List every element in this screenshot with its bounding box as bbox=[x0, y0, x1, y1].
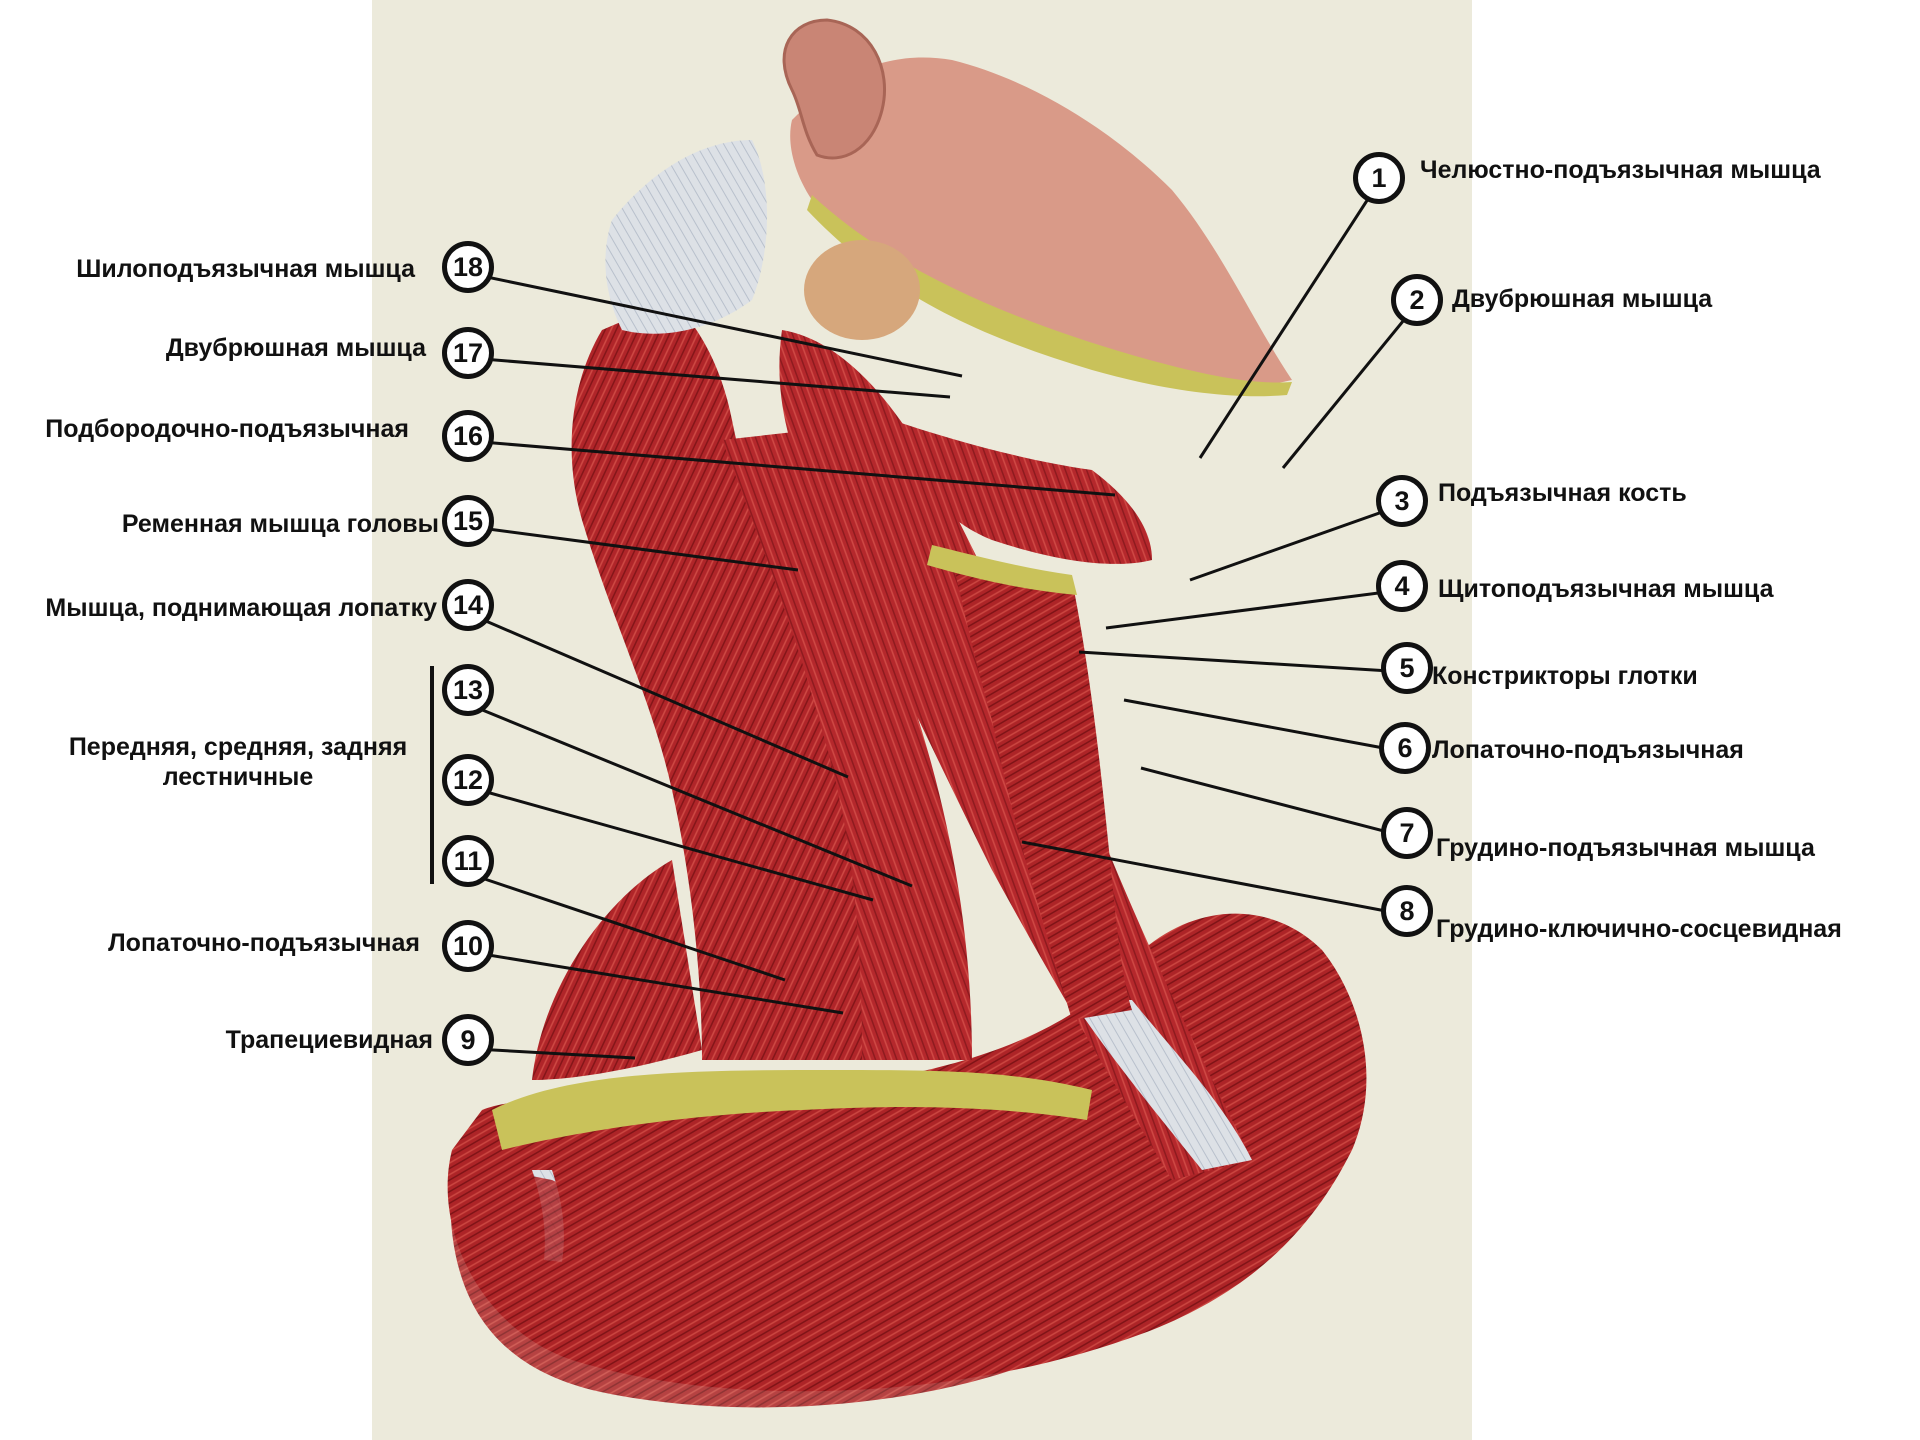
label-8: Грудино-ключично-сосцевидная bbox=[1436, 914, 1842, 944]
label-9: Трапециевидная bbox=[226, 1025, 433, 1055]
marker-8: 8 bbox=[1381, 885, 1433, 937]
label-2: Двубрюшная мышца bbox=[1452, 284, 1712, 314]
marker-11: 11 bbox=[442, 835, 494, 887]
marker-14: 14 bbox=[442, 579, 494, 631]
marker-17: 17 bbox=[442, 327, 494, 379]
scalene-group-label: Передняя, средняя, задняя лестничные bbox=[48, 732, 428, 792]
label-15: Ременная мышца головы bbox=[122, 509, 439, 539]
scalene-group-bracket bbox=[430, 666, 434, 884]
marker-18: 18 bbox=[442, 241, 494, 293]
trapezius-shape bbox=[532, 860, 702, 1080]
label-3: Подъязычная кость bbox=[1438, 478, 1687, 508]
label-6: Лопаточно-подъязычная bbox=[1432, 735, 1744, 765]
marker-6: 6 bbox=[1379, 722, 1431, 774]
marker-15: 15 bbox=[442, 495, 494, 547]
leader-line-6 bbox=[1124, 700, 1405, 752]
label-18: Шилоподъязычная мышца bbox=[76, 254, 415, 284]
label-16: Подбородочно-подъязычная bbox=[45, 414, 409, 444]
leader-line-7 bbox=[1141, 768, 1407, 837]
illustration-plate bbox=[372, 0, 1472, 1440]
marker-3: 3 bbox=[1376, 475, 1428, 527]
leader-line-2 bbox=[1283, 304, 1417, 468]
label-7: Грудино-подъязычная мышца bbox=[1436, 833, 1815, 863]
marker-16: 16 bbox=[442, 410, 494, 462]
label-10: Лопаточно-подъязычная bbox=[108, 928, 420, 958]
marker-2: 2 bbox=[1391, 274, 1443, 326]
marker-7: 7 bbox=[1381, 807, 1433, 859]
label-1: Челюстно-подъязычная мышца bbox=[1420, 155, 1821, 185]
leader-line-3 bbox=[1190, 505, 1402, 580]
label-17: Двубрюшная мышца bbox=[166, 333, 426, 363]
marker-10: 10 bbox=[442, 920, 494, 972]
marker-13: 13 bbox=[442, 664, 494, 716]
leader-line-5 bbox=[1079, 652, 1407, 672]
label-5: Констрикторы глотки bbox=[1432, 661, 1698, 691]
label-4: Щитоподъязычная мышца bbox=[1438, 574, 1774, 604]
marker-12: 12 bbox=[442, 754, 494, 806]
neck-muscles-illustration bbox=[372, 0, 1472, 1440]
parotid-gland bbox=[804, 240, 920, 340]
leader-line-4 bbox=[1106, 590, 1402, 628]
marker-5: 5 bbox=[1381, 642, 1433, 694]
marker-1: 1 bbox=[1353, 152, 1405, 204]
nuchal-tendon bbox=[605, 140, 767, 334]
marker-4: 4 bbox=[1376, 560, 1428, 612]
label-14: Мышца, поднимающая лопатку bbox=[45, 593, 437, 623]
marker-9: 9 bbox=[442, 1014, 494, 1066]
